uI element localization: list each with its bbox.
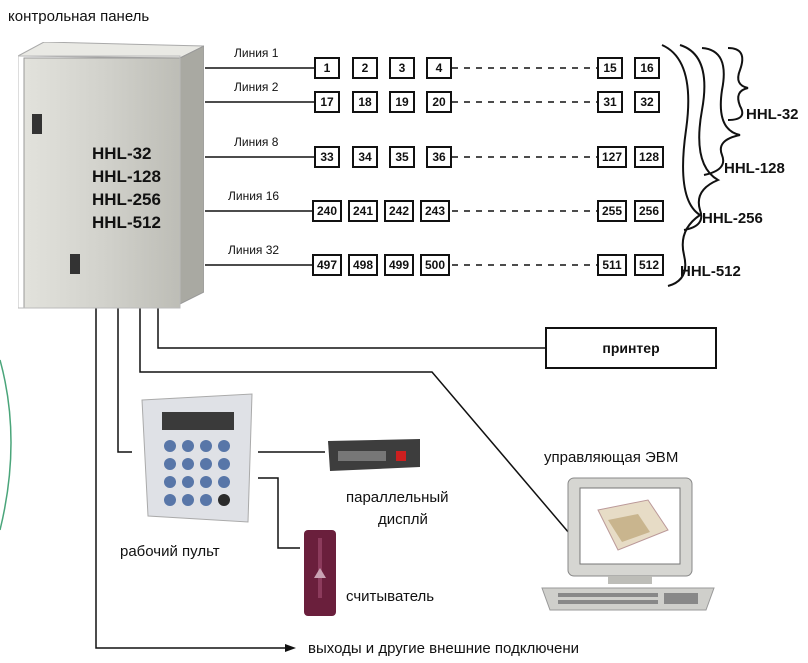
node-box: 34 <box>352 146 378 168</box>
group-label-hhl-256: HHL-256 <box>702 210 763 227</box>
node-box: 15 <box>597 57 623 79</box>
printer-wire <box>157 285 545 349</box>
panel-caption: контрольная панель <box>8 8 150 25</box>
console-keypad-illustration <box>141 393 253 523</box>
node-box: 32 <box>634 91 660 113</box>
brace-hhl-256 <box>679 44 721 231</box>
brace-hhl-128 <box>701 47 741 176</box>
node-box: 31 <box>597 91 623 113</box>
node-box: 18 <box>352 91 378 113</box>
group-label-hhl-32: HHL-32 <box>746 106 799 123</box>
outputs-label: выходы и другие внешние подключени <box>308 640 580 657</box>
node-box: 17 <box>314 91 340 113</box>
group-label-hhl-128: HHL-128 <box>724 160 785 177</box>
panel-models: HHL-32 HHL-128 HHL-256 HHL-512 <box>92 142 161 234</box>
node-box: 256 <box>634 200 664 222</box>
panel-model-3: HHL-256 <box>92 190 161 209</box>
console-wire <box>117 300 132 453</box>
node-box: 499 <box>384 254 414 276</box>
line-label-16: Линия 16 <box>228 189 280 203</box>
outputs-wire <box>95 305 285 649</box>
panel-model-4: HHL-512 <box>92 213 161 232</box>
computer-illustration <box>541 477 715 611</box>
line-label-1: Линия 1 <box>234 46 279 60</box>
brace-hhl-32 <box>727 47 749 121</box>
parallel-display-illustration <box>328 439 420 471</box>
node-box: 241 <box>348 200 378 222</box>
line-label-8: Линия 8 <box>234 135 279 149</box>
card-reader-illustration <box>304 530 336 616</box>
node-box: 511 <box>597 254 627 276</box>
node-box: 19 <box>389 91 415 113</box>
group-label-hhl-512: HHL-512 <box>680 263 741 280</box>
console-label: рабочий пульт <box>120 543 220 560</box>
node-box: 127 <box>597 146 627 168</box>
node-box: 3 <box>389 57 415 79</box>
brace-hhl-512 <box>661 44 702 287</box>
computer-label: управляющая ЭВМ <box>544 449 679 466</box>
node-box: 497 <box>312 254 342 276</box>
display-label-line-2: дисплй <box>378 511 428 528</box>
node-box: 16 <box>634 57 660 79</box>
line-label-32: Линия 32 <box>228 243 280 257</box>
node-box: 240 <box>312 200 342 222</box>
display-label-line-1: параллельный <box>346 489 449 506</box>
computer-wire <box>139 290 576 541</box>
node-box: 4 <box>426 57 452 79</box>
node-box: 36 <box>426 146 452 168</box>
node-box: 242 <box>384 200 414 222</box>
control-panel-cabinet: HHL-32 HHL-128 HHL-256 HHL-512 <box>16 41 205 310</box>
node-box: 2 <box>352 57 378 79</box>
node-box: 33 <box>314 146 340 168</box>
node-box: 1 <box>314 57 340 79</box>
node-box: 20 <box>426 91 452 113</box>
outputs-arrowhead <box>285 644 296 652</box>
node-box: 512 <box>634 254 664 276</box>
node-box: 498 <box>348 254 378 276</box>
node-box: 255 <box>597 200 627 222</box>
panel-model-2: HHL-128 <box>92 167 161 186</box>
node-box: 243 <box>420 200 450 222</box>
printer-box: принтер <box>545 327 717 369</box>
line-label-2: Линия 2 <box>234 80 279 94</box>
reader-label: считыватель <box>346 588 435 605</box>
green-arc <box>0 359 12 531</box>
panel-model-1: HHL-32 <box>92 144 152 163</box>
node-box: 500 <box>420 254 450 276</box>
reader-wire <box>258 477 300 549</box>
node-box: 35 <box>389 146 415 168</box>
node-box: 128 <box>634 146 664 168</box>
cabinet-illustration <box>16 41 205 309</box>
